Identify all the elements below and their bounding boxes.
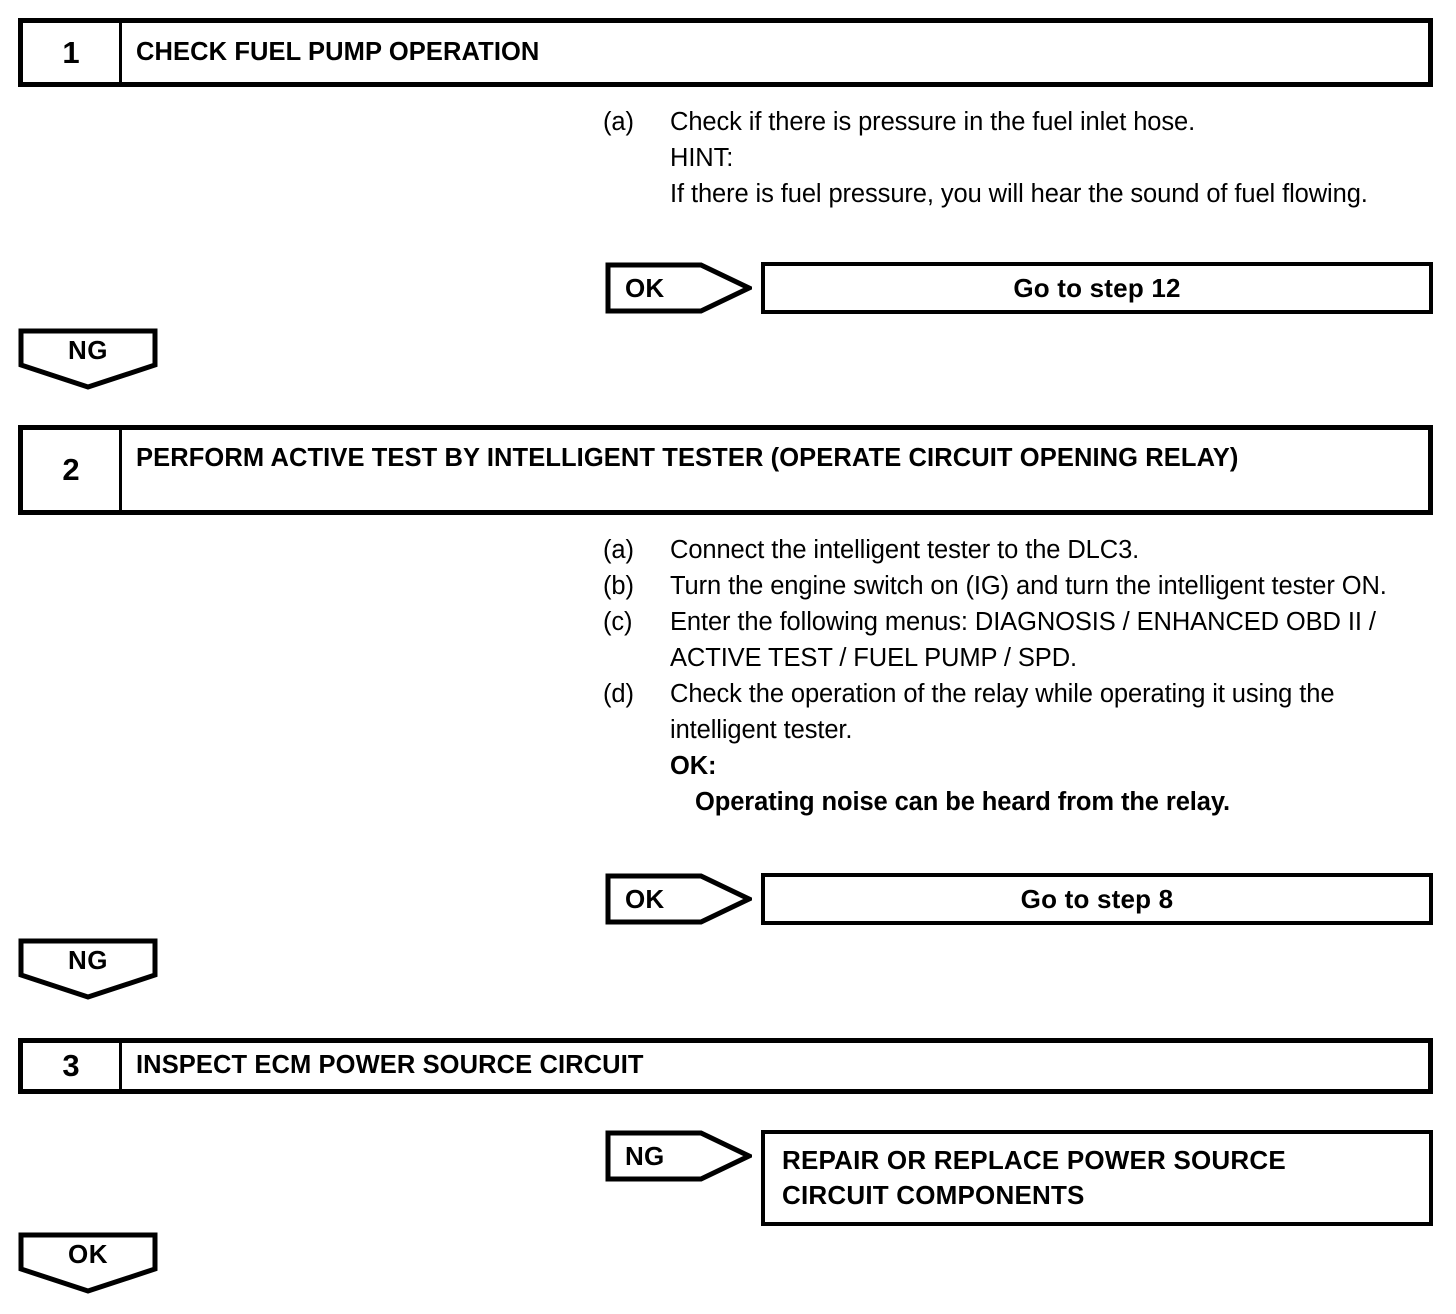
ok-chevron-icon — [605, 873, 752, 925]
repair-action-line-1: REPAIR OR REPLACE POWER SOURCE — [782, 1145, 1286, 1175]
ok-badge-step-3: OK — [18, 1232, 158, 1294]
repair-action-line-2: CIRCUIT COMPONENTS — [782, 1180, 1085, 1210]
instruction-hint-label: HINT: — [670, 144, 734, 172]
instruction-marker: (a) — [603, 536, 634, 564]
instruction-item: (a) Connect the intelligent tester to th… — [603, 532, 1443, 568]
instruction-text: Turn the engine switch on (IG) and turn … — [670, 572, 1387, 600]
step-header-3: 3 INSPECT ECM POWER SOURCE CIRCUIT — [18, 1038, 1433, 1094]
step-number-1: 1 — [23, 23, 122, 82]
step-number-2: 2 — [23, 430, 122, 510]
instruction-text: Check if there is pressure in the fuel i… — [670, 108, 1196, 136]
result-box-repair-power-source: REPAIR OR REPLACE POWER SOURCE CIRCUIT C… — [761, 1130, 1433, 1226]
ng-badge-label-2: NG — [68, 944, 108, 975]
instruction-hint-text: If there is fuel pressure, you will hear… — [670, 180, 1368, 208]
ok-badge-label-3: OK — [68, 1238, 108, 1269]
instruction-marker: (c) — [603, 608, 633, 636]
ng-chevron-icon — [605, 1130, 752, 1182]
step-1-instructions: (a) Check if there is pressure in the fu… — [603, 104, 1443, 212]
ok-chevron-icon — [605, 262, 752, 314]
step-number-3: 3 — [23, 1043, 122, 1089]
instruction-marker: (d) — [603, 680, 634, 708]
step-title-3: INSPECT ECM POWER SOURCE CIRCUIT — [136, 1051, 644, 1080]
ng-badge-step-2: NG — [18, 938, 158, 1000]
instruction-text: Enter the following menus: DIAGNOSIS / E… — [670, 608, 1376, 672]
result-box-goto-step-8: Go to step 8 — [761, 873, 1433, 925]
ok-chevron-label: OK — [625, 272, 665, 303]
instruction-item: (a) Check if there is pressure in the fu… — [603, 104, 1443, 140]
ng-badge-label-1: NG — [68, 334, 108, 365]
step-2-instructions: (a) Connect the intelligent tester to th… — [603, 532, 1443, 820]
ok-chevron-label: OK — [625, 883, 665, 914]
step-header-2: 2 PERFORM ACTIVE TEST BY INTELLIGENT TES… — [18, 425, 1433, 515]
step-title-2: PERFORM ACTIVE TEST BY INTELLIGENT TESTE… — [136, 444, 1239, 472]
instruction-item: (d) Check the operation of the relay whi… — [603, 676, 1443, 748]
instruction-text: Check the operation of the relay while o… — [670, 680, 1335, 744]
step-title-1: CHECK FUEL PUMP OPERATION — [136, 37, 540, 66]
ng-badge-step-1: NG — [18, 328, 158, 390]
result-box-goto-step-12: Go to step 12 — [761, 262, 1433, 314]
instruction-marker: (a) — [603, 108, 634, 136]
ng-chevron-label: NG — [625, 1140, 665, 1171]
instruction-marker: (b) — [603, 572, 634, 600]
instruction-text: Connect the intelligent tester to the DL… — [670, 536, 1140, 564]
instruction-item: (b) Turn the engine switch on (IG) and t… — [603, 568, 1443, 604]
step-header-1: 1 CHECK FUEL PUMP OPERATION — [18, 18, 1433, 87]
instruction-item: (c) Enter the following menus: DIAGNOSIS… — [603, 604, 1443, 676]
criterion-label: OK: — [670, 752, 717, 780]
criterion-text: Operating noise can be heard from the re… — [695, 788, 1231, 816]
